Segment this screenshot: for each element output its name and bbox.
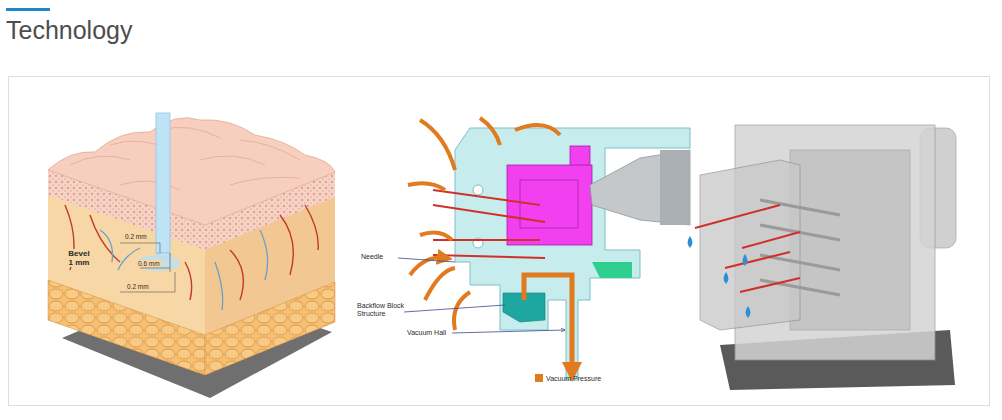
skin-illustration [70,127,300,190]
heading-bar [6,8,50,11]
needle-head-render [790,150,910,330]
handpiece-section [473,185,483,195]
dimension-label: 0.2 mm [126,283,150,290]
skin-illustration [48,118,335,225]
part-label: Vacuum Hall [407,329,446,337]
skin-illustration [100,230,268,310]
heading-bar [6,8,50,11]
needle-head-render [695,205,800,292]
dimension-label: 0.2 mm [124,233,148,240]
skin-illustration [48,280,205,375]
legend-text: Vacuum Pressure [546,375,601,382]
needle-head-render [688,125,957,390]
skin-illustration [120,243,175,292]
handpiece-section [398,118,690,380]
handpiece-section [507,165,592,245]
handpiece-section [660,150,690,225]
handpiece-section [408,118,560,330]
handpiece-section [524,275,572,372]
skin-illustration [156,113,170,253]
handpiece-section [433,190,545,258]
dimension-label: Bevel 1 mm [64,249,94,267]
part-label: Backflow Block Structure [357,302,407,318]
skin-illustration [136,255,180,271]
handpiece-section [455,128,690,380]
dimension-label: 0.6 mm [137,260,161,267]
needle-head-render [688,236,751,318]
skin-illustration [205,282,335,375]
part-label: Needle [361,253,383,261]
handpiece-section [590,150,690,225]
needle-head-render [760,200,840,295]
handpiece-section [592,262,632,278]
handpiece-section [398,258,565,333]
panel-frame [9,77,990,406]
page-heading: Technology [6,16,132,45]
legend-item: Vacuum Pressure [535,374,601,382]
legend-swatch [535,374,543,382]
skin-illustration [65,205,318,300]
skin-illustration [48,113,335,398]
panel-frame [9,77,990,406]
